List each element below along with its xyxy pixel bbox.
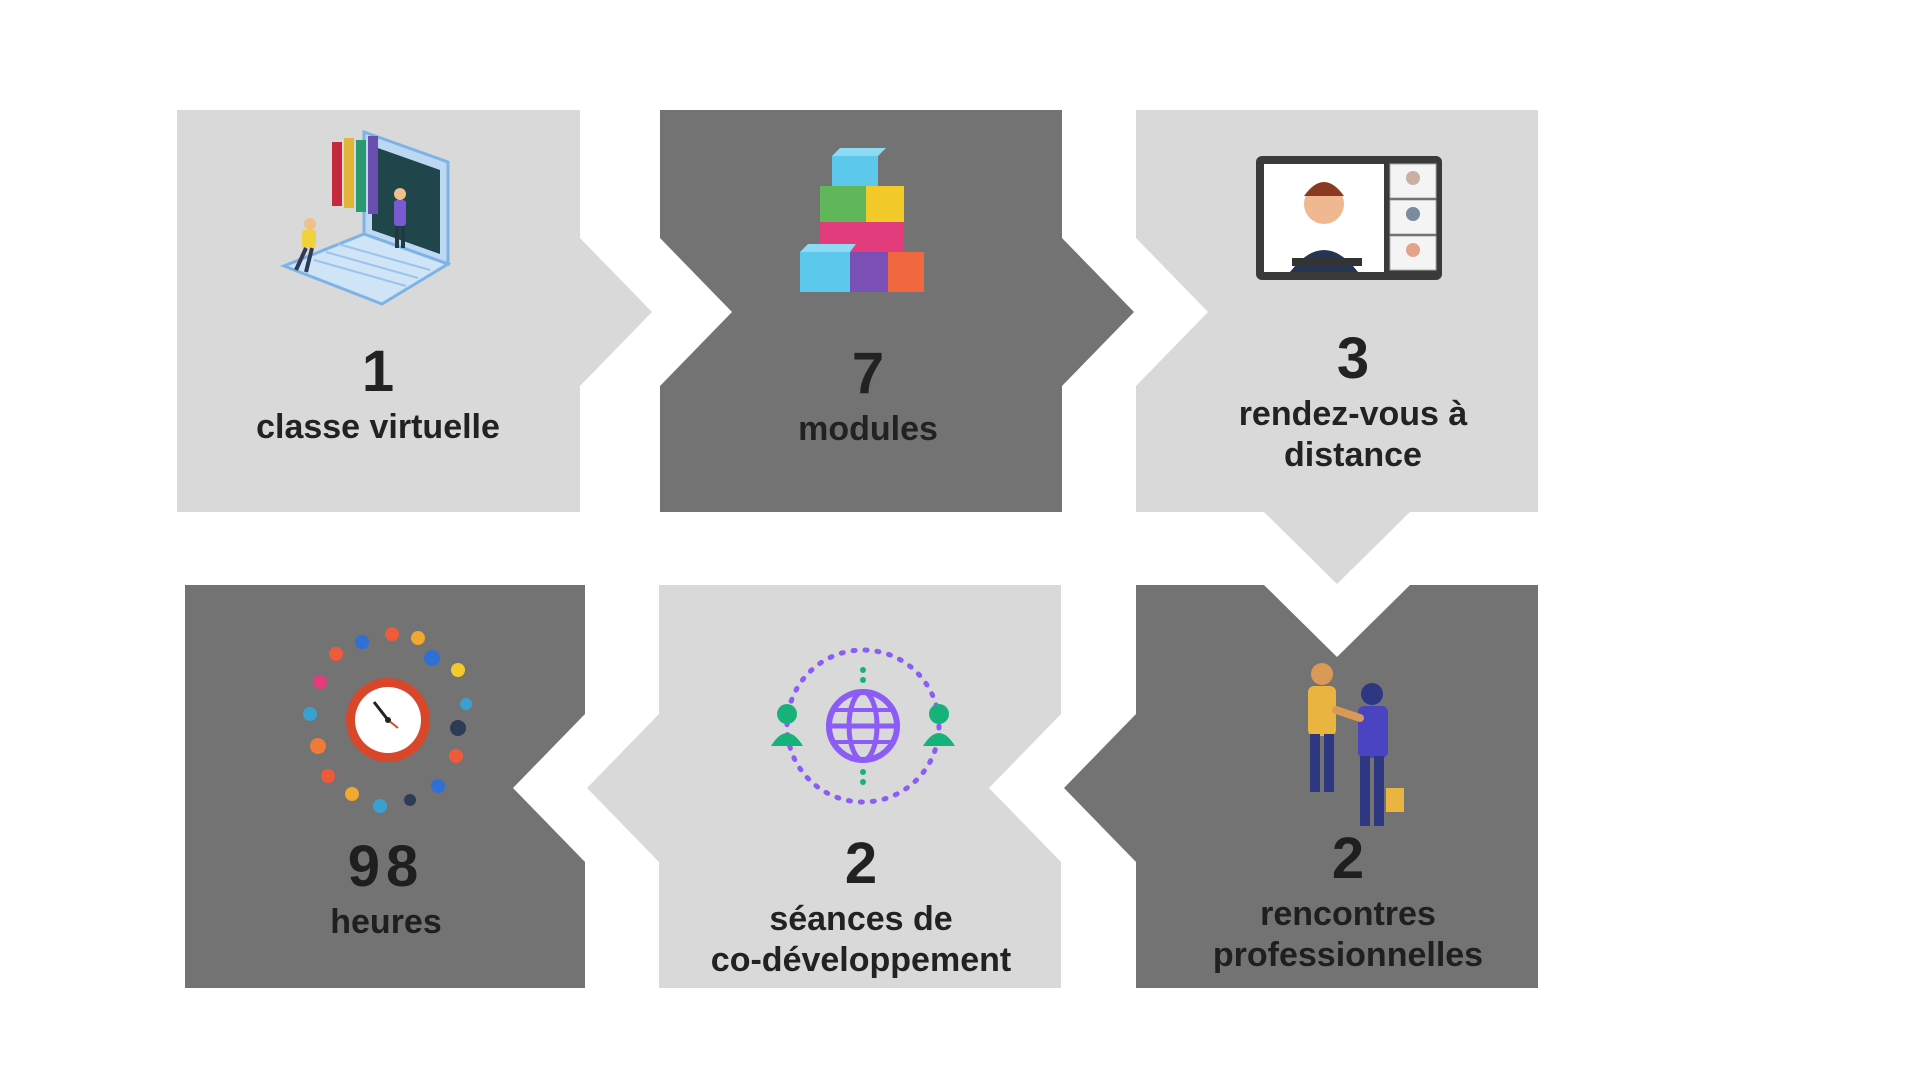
- step-2-box: [660, 110, 1134, 512]
- step-5-number: 2: [844, 831, 878, 896]
- step-1-number: 1: [361, 339, 395, 404]
- laptop-library-icon: [279, 129, 452, 306]
- step-3-text-line-1: rendez-vous à: [1238, 395, 1468, 433]
- handshake-icon: [1308, 663, 1404, 826]
- step-3-label: 3 rendez-vous à distance: [1239, 330, 1468, 477]
- step-2-text-line-1: modules: [798, 410, 938, 448]
- step-4-text-line-2: professionnelles: [1212, 936, 1484, 975]
- step-6-number: 98: [347, 834, 425, 899]
- step-4-number: 2: [1331, 826, 1365, 891]
- step-5-text-line-1: séances de: [769, 900, 953, 938]
- step-6-text-line-1: heures: [330, 903, 442, 941]
- step-1-box: [177, 110, 652, 512]
- step-5-text-line-2: co-développement: [710, 941, 1012, 980]
- step-6-label: 98 heures: [330, 838, 442, 943]
- step-2-label: 7 modules: [798, 345, 938, 450]
- step-4-box: [1064, 585, 1538, 988]
- step-6-box: [185, 585, 585, 988]
- step-2-number: 7: [851, 341, 885, 406]
- video-call-tablet-icon: [1256, 156, 1442, 280]
- building-blocks-icon: [800, 148, 924, 292]
- step-5-box: [587, 585, 1061, 988]
- clock-activities-icon: [303, 627, 472, 813]
- step-4-label: 2 rencontres professionnelles: [1213, 830, 1483, 977]
- step-5-label: 2 séances de co-développement: [711, 835, 1011, 982]
- step-3-text-line-2: distance: [1284, 436, 1422, 475]
- step-1-label: 1 classe virtuelle: [256, 343, 500, 448]
- step-3-number: 3: [1336, 326, 1370, 391]
- step-1-text-line-1: classe virtuelle: [256, 408, 500, 446]
- step-4-text-line-1: rencontres: [1260, 895, 1436, 933]
- globe-network-icon: [771, 647, 955, 805]
